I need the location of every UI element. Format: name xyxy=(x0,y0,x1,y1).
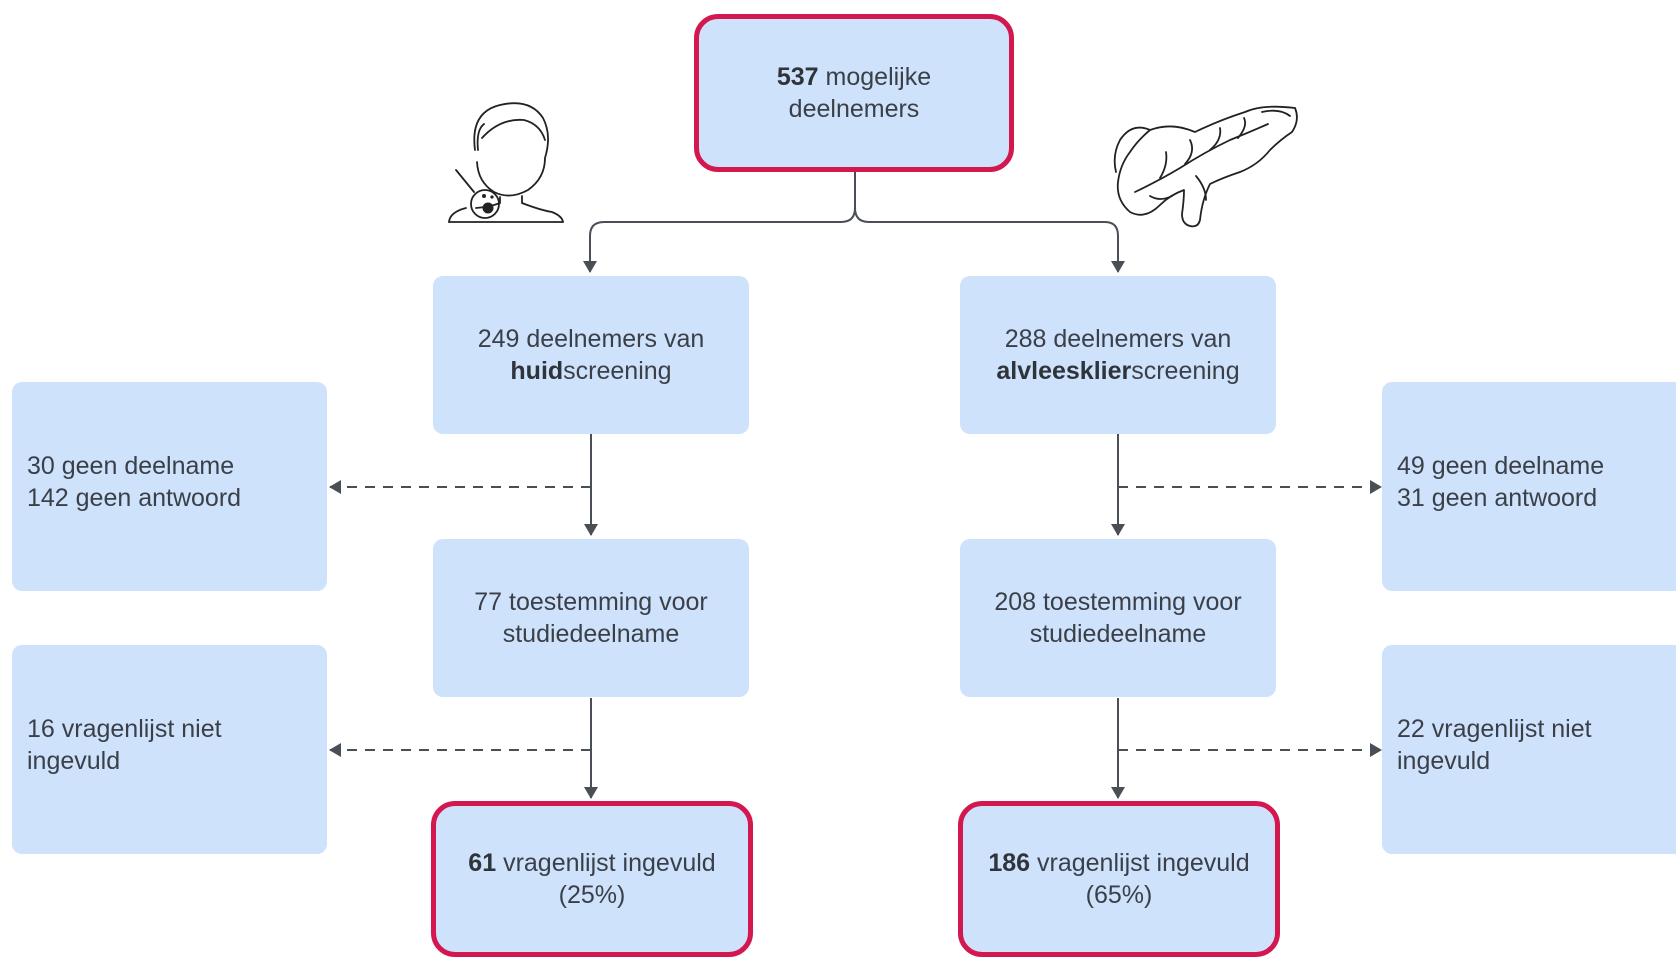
skin-completed-line1: 61 vragenlijst ingevuld xyxy=(468,849,716,877)
total-participants-line2: deelnemers xyxy=(788,95,920,123)
pancreas-excluded-2-line2: ingevuld xyxy=(1397,747,1491,775)
skin-excluded-1-line1: 30 geen deelname xyxy=(27,452,235,480)
skin-consent-line1: 77 toestemming voor xyxy=(474,588,708,616)
split-connector xyxy=(583,172,856,273)
pancreas-completed-line2: (65%) xyxy=(1085,881,1153,909)
pancreas-excluded-1-line1: 49 geen deelname xyxy=(1397,452,1605,480)
skin-excluded-box-1: 30 geen deelname 142 geen antwoord xyxy=(12,382,327,591)
total-participants-box: 537 mogelijke deelnemers xyxy=(694,14,1014,172)
skin-completed-line2: (25%) xyxy=(558,881,626,909)
pancreas-completed-line1: 186 vragenlijst ingevuld xyxy=(988,849,1250,877)
skin-consent-box: 77 toestemming voor studiedeelname xyxy=(433,539,749,697)
split-connector xyxy=(854,207,1125,273)
skin-consent-line2: studiedeelname xyxy=(502,620,680,648)
skin-group-box: 249 deelnemers van huidscreening xyxy=(433,276,749,434)
pancreas-completed-box: 186 vragenlijst ingevuld (65%) xyxy=(958,801,1280,957)
skin-group-line1: 249 deelnemers van xyxy=(477,325,705,353)
skin-excluded-2-line2: ingevuld xyxy=(27,747,121,775)
skin-group-line2: huidscreening xyxy=(510,357,672,385)
pancreas-excluded-box-1: 49 geen deelname 31 geen antwoord xyxy=(1382,382,1676,591)
pancreas-group-line2: alvleesklierscreening xyxy=(996,357,1240,385)
skin-excluded-box-2: 16 vragenlijst niet ingevuld xyxy=(12,645,327,854)
total-participants-line1: 537 mogelijke xyxy=(776,63,932,91)
skin-excluded-2-line1: 16 vragenlijst niet xyxy=(27,715,222,743)
pancreas-consent-line1: 208 toestemming voor xyxy=(994,588,1242,616)
skin-completed-box: 61 vragenlijst ingevuld (25%) xyxy=(431,801,753,957)
skin-excluded-1-line2: 142 geen antwoord xyxy=(27,484,242,512)
pancreas-consent-box: 208 toestemming voor studiedeelname xyxy=(960,539,1276,697)
pancreas-excluded-1-line2: 31 geen antwoord xyxy=(1397,484,1598,512)
pancreas-excluded-box-2: 22 vragenlijst niet ingevuld xyxy=(1382,645,1676,854)
pancreas-excluded-2-line1: 22 vragenlijst niet xyxy=(1397,715,1592,743)
pancreas-consent-line2: studiedeelname xyxy=(1029,620,1207,648)
pancreas-group-line1: 288 deelnemers van xyxy=(1004,325,1232,353)
pancreas-group-box: 288 deelnemers van alvleesklierscreening xyxy=(960,276,1276,434)
